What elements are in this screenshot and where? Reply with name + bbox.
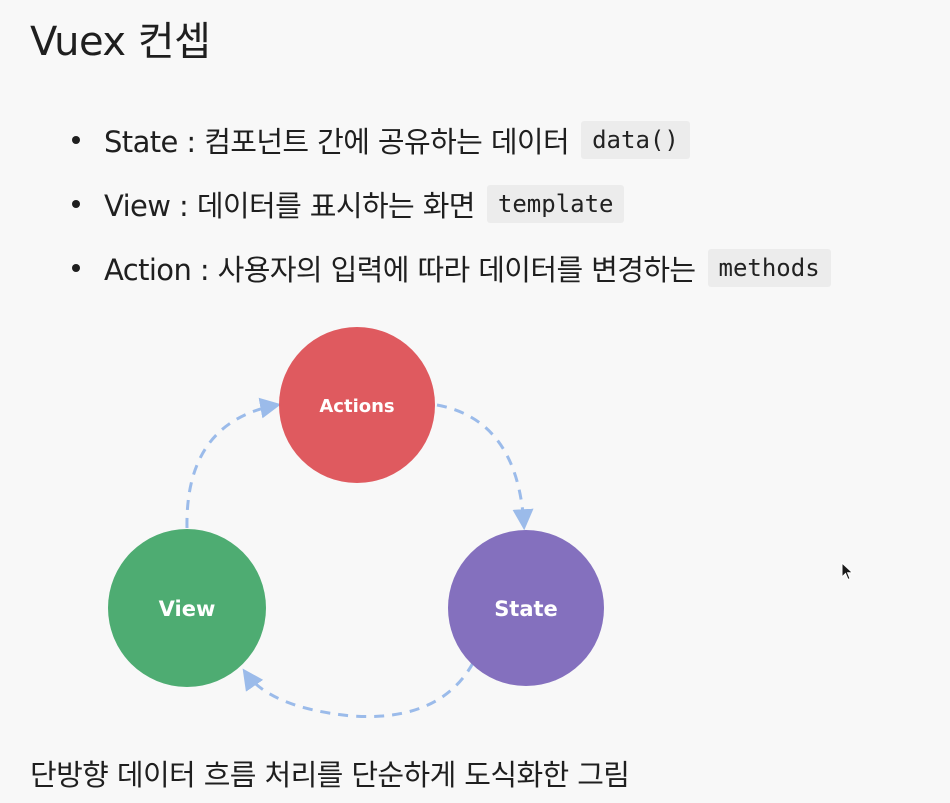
bullet-text: Action : 사용자의 입력에 따라 데이터를 변경하는 (104, 247, 696, 289)
flow-arrow-view-to-actions (185, 397, 282, 529)
flow-arrow-state-to-view (242, 662, 475, 719)
flow-arrow-actions-to-state (436, 403, 534, 531)
inline-code: template (486, 185, 625, 223)
list-item-view: View : 데이터를 표시하는 화면 template (72, 172, 831, 236)
concept-list: State : 컴포넌트 간에 공유하는 데이터 data() View : 데… (72, 108, 831, 300)
actions-node: Actions (279, 327, 435, 483)
bullet-dot-icon (72, 200, 80, 208)
term-description: 사용자의 입력에 따라 데이터를 변경하는 (217, 253, 696, 287)
bullet-dot-icon (72, 264, 80, 272)
state-node: State (448, 530, 604, 686)
list-item-state: State : 컴포넌트 간에 공유하는 데이터 data() (72, 108, 831, 172)
term-separator: : (170, 189, 197, 223)
term-description: 컴포넌트 간에 공유하는 데이터 (204, 125, 570, 159)
term-label: View (104, 189, 171, 223)
actions-label: Actions (319, 396, 394, 417)
view-circle (108, 529, 266, 687)
mouse-pointer-icon (841, 562, 854, 581)
bullet-text: State : 컴포넌트 간에 공유하는 데이터 (104, 119, 570, 161)
diagram-caption: 단방향 데이터 흐름 처리를 단순하게 도식화한 그림 (30, 758, 630, 792)
page-title: Vuex 컨셉 (30, 19, 211, 65)
list-item-action: Action : 사용자의 입력에 따라 데이터를 변경하는 methods (72, 236, 831, 300)
term-separator: : (177, 125, 205, 159)
bullet-dot-icon (72, 136, 80, 144)
term-label: Action (104, 253, 192, 287)
term-separator: : (191, 253, 218, 287)
bullet-text: View : 데이터를 표시하는 화면 (104, 183, 475, 225)
view-label: View (159, 597, 216, 621)
view-node: View (108, 529, 266, 687)
term-label: State (104, 125, 178, 159)
state-label: State (494, 597, 558, 621)
term-description: 데이터를 표시하는 화면 (196, 189, 476, 223)
state-circle (448, 530, 604, 686)
inline-code: data() (581, 121, 690, 159)
inline-code: methods (707, 249, 831, 287)
actions-circle (279, 327, 435, 483)
